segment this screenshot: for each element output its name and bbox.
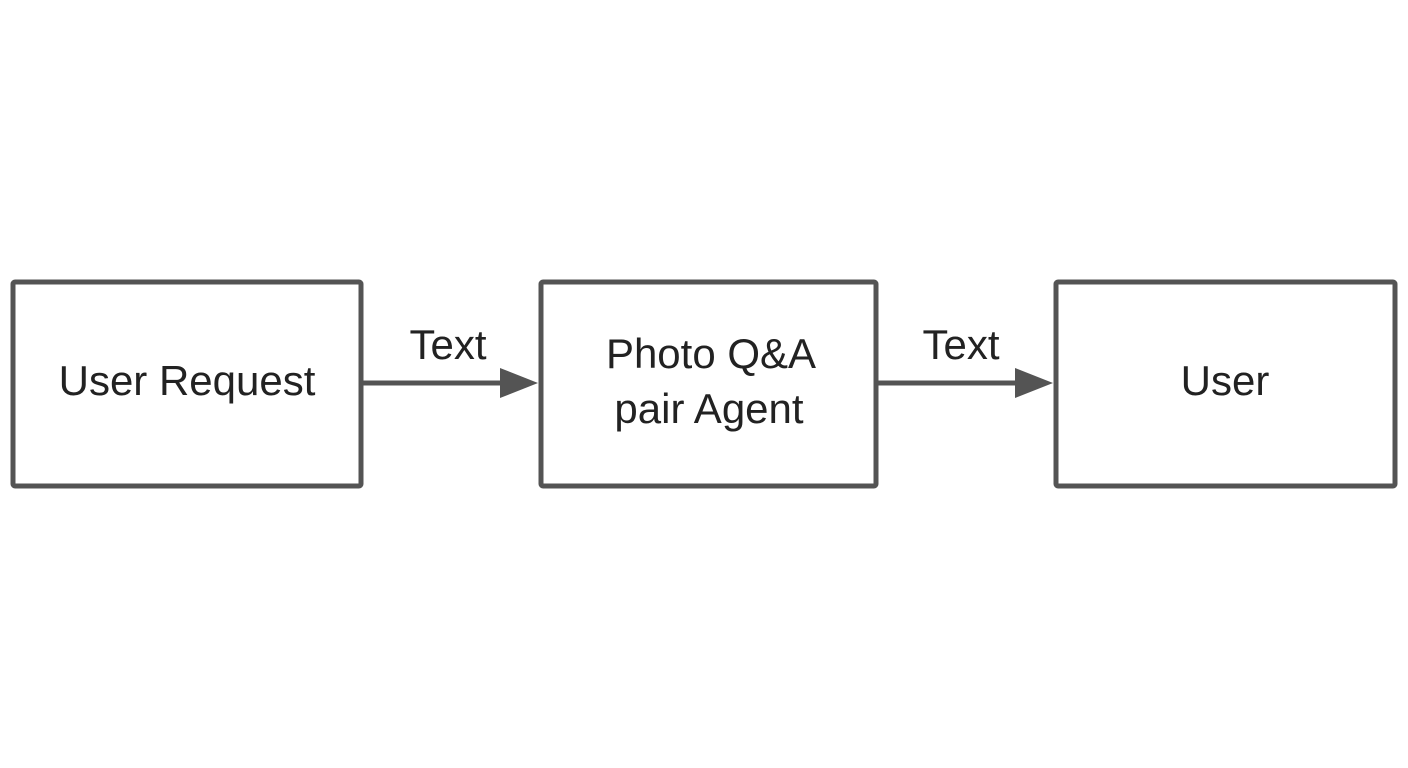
node-user-request-label: User Request xyxy=(59,357,316,404)
edge-request-to-agent: Text xyxy=(361,321,538,398)
edge-agent-to-user-label: Text xyxy=(922,321,999,368)
node-agent-label-line2: pair Agent xyxy=(614,385,803,432)
node-user-label: User xyxy=(1181,357,1270,404)
node-user: User xyxy=(1053,279,1398,489)
node-agent-label-line1: Photo Q&A xyxy=(606,330,816,377)
node-agent-box xyxy=(538,279,879,489)
node-user-box xyxy=(1053,279,1398,489)
edge-request-to-agent-label: Text xyxy=(409,321,486,368)
node-user-request: User Request xyxy=(10,279,364,489)
edge-request-to-agent-arrowhead xyxy=(500,368,538,398)
edge-agent-to-user-arrowhead xyxy=(1015,368,1053,398)
node-agent: Photo Q&A pair Agent xyxy=(538,279,879,489)
edge-agent-to-user: Text xyxy=(876,321,1053,398)
